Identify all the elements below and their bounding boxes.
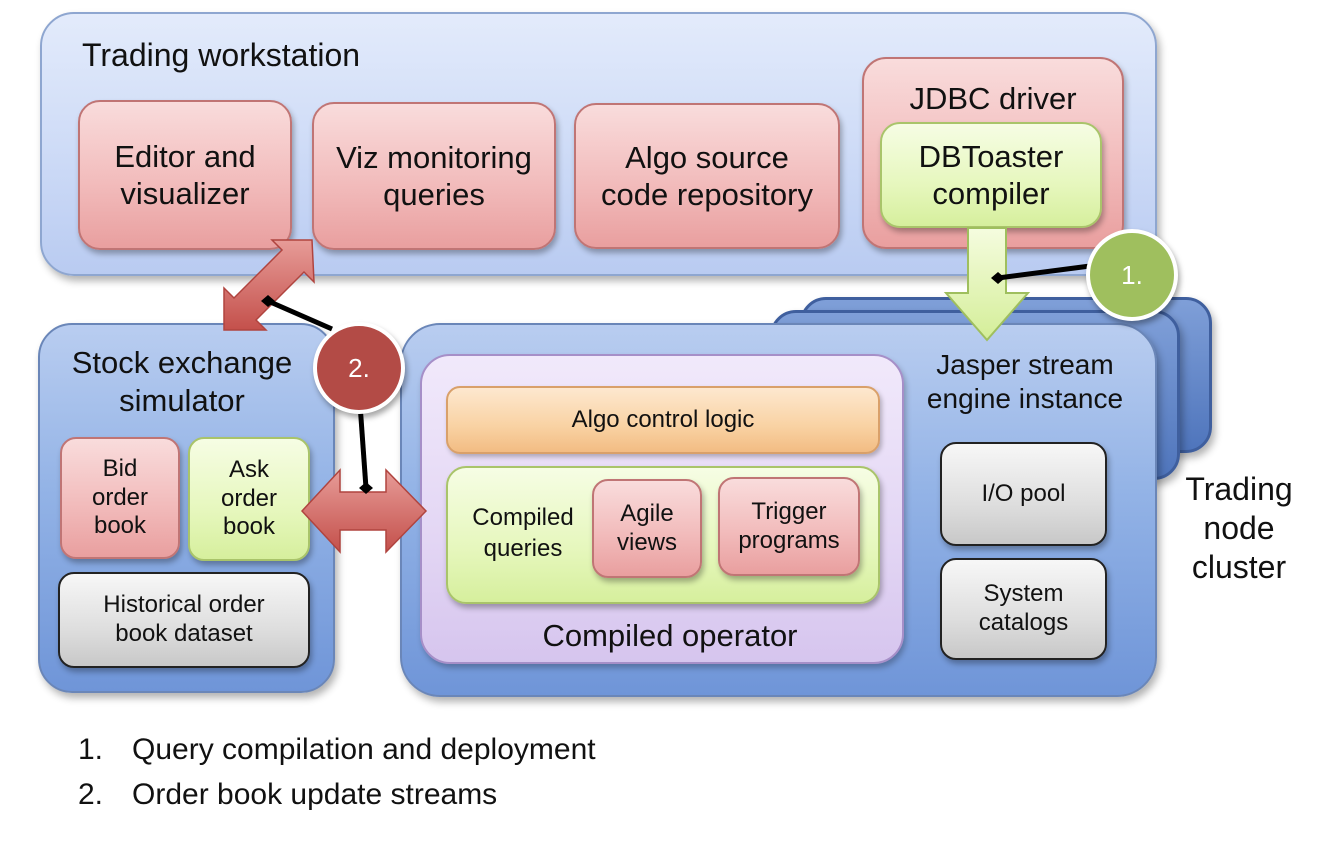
editor-visualizer-box: Editor and visualizer (78, 100, 292, 250)
legend-item-1-number: 1. (78, 733, 104, 766)
legend-item-1-text: Query compilation and deployment (132, 733, 596, 766)
agile-views-box: Agile views (592, 479, 702, 578)
algo-control-logic-box: Algo control logic (446, 386, 880, 454)
ask-order-book-box: Ask order book (188, 437, 310, 561)
compile-deploy-arrow (943, 227, 1031, 342)
badge-2-connector-lower (357, 403, 373, 494)
viz-monitoring-box: Viz monitoring queries (312, 102, 556, 250)
jdbc-driver-label: JDBC driver (909, 81, 1077, 116)
workstation-simulator-arrow (223, 239, 315, 331)
legend-item-1: 1. Query compilation and deployment (78, 733, 596, 767)
io-pool-box: I/O pool (940, 442, 1107, 546)
badge-2-connector-upper (261, 295, 334, 332)
bid-order-book-box: Bid order book (60, 437, 180, 559)
legend-item-2-number: 2. (78, 778, 104, 811)
jasper-engine-title: Jasper stream engine instance (926, 349, 1124, 415)
dbtoaster-compiler-box: DBToaster compiler (880, 122, 1102, 228)
simulator-engine-arrow (300, 468, 428, 554)
stock-exchange-simulator-title: Stock exchange simulator (71, 345, 293, 418)
legend-item-2-text: Order book update streams (132, 778, 498, 811)
compiled-operator-title: Compiled operator (542, 618, 798, 653)
trigger-programs-box: Trigger programs (718, 477, 860, 576)
trading-node-cluster-label: Trading node cluster (1185, 471, 1293, 586)
system-catalogs-box: System catalogs (940, 558, 1107, 660)
compiled-queries-label: Compiled queries (472, 504, 574, 563)
step-1-badge: 1. (1086, 229, 1178, 321)
historical-dataset-box: Historical order book dataset (58, 572, 310, 668)
step-2-badge: 2. (313, 322, 405, 414)
algo-repository-box: Algo source code repository (574, 103, 840, 249)
legend-item-2: 2. Order book update streams (78, 778, 497, 812)
badge-1-connector (991, 263, 1091, 284)
trading-workstation-title: Trading workstation (82, 37, 361, 73)
